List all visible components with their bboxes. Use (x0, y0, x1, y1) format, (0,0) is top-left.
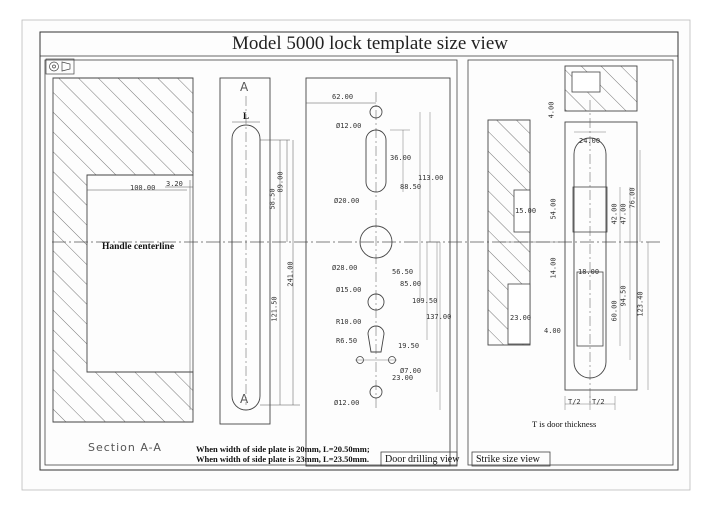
note-line-1: When width of side plate is 20mm, L=20.5… (196, 444, 370, 454)
dim-89-00: 89.00 (276, 171, 285, 193)
l-mark: L (243, 111, 250, 121)
dim-36-00: 36.00 (390, 154, 412, 162)
dim-100: 100.00 (130, 184, 156, 192)
strike-size-view (471, 65, 649, 467)
dim-56-50: 56.50 (392, 268, 414, 276)
projection-symbol-icon (45, 58, 75, 75)
dim-19-50: 19.50 (398, 342, 420, 350)
dim-phi15: Ø15.00 (336, 286, 362, 294)
dim-24-00: 24.00 (579, 137, 601, 145)
dim-phi7: Ø7.00 (400, 367, 422, 375)
dim-54-00: 54.00 (549, 198, 558, 220)
t-half-left: T/2 (568, 398, 581, 406)
dim-4-00-top: 4.00 (547, 101, 556, 119)
dim-60-00: 60.00 (610, 300, 619, 322)
dim-phi20: Ø20.00 (334, 197, 360, 205)
dim-85-00: 85.00 (400, 280, 422, 288)
section-mark-bottom: A (240, 392, 250, 406)
side-plate-view (219, 77, 300, 425)
section-mark-top: A (240, 80, 250, 94)
section-a-a-view (52, 77, 194, 423)
right-frame (467, 59, 674, 466)
page-title: Model 5000 lock template size view (232, 33, 508, 54)
door-drilling-view (305, 77, 458, 467)
dim-241-00: 241.00 (286, 261, 295, 287)
note-line-2: When width of side plate is 23mm, L=23.5… (196, 454, 369, 464)
dim-phi12-top: Ø12.00 (336, 122, 362, 130)
dim-94-50: 94.50 (619, 285, 628, 307)
dim-4-00-mid: 4.00 (544, 327, 561, 335)
dim-42-00: 42.00 (610, 203, 619, 225)
outer-border (39, 31, 679, 471)
dim-phi12-bottom: Ø12.00 (334, 399, 360, 407)
dim-47-00: 47.00 (619, 203, 628, 225)
dim-18-00: 18.00 (578, 268, 600, 276)
dim-121-50: 121.50 (270, 296, 279, 322)
dim-r6-50: R6.50 (336, 337, 358, 345)
t-half-right: T/2 (592, 398, 605, 406)
section-label: Section A-A (88, 441, 162, 454)
dim-123-40: 123.40 (636, 291, 645, 317)
dim-23-00-drill: 23.00 (392, 374, 414, 382)
left-frame (44, 59, 458, 466)
t-door-thickness-label: T is door thickness (532, 419, 597, 429)
dim-137-00: 137.00 (426, 313, 452, 321)
dim-14-00: 14.00 (549, 257, 558, 279)
dim-phi28: Ø28.00 (332, 264, 358, 272)
handle-centerline-label: Handle centerline (102, 242, 175, 252)
dim-r10: R10.00 (336, 318, 362, 326)
dim-15-00: 15.00 (515, 207, 537, 215)
dim-76-00: 76.00 (628, 187, 637, 209)
strike-size-view-label: Strike size view (476, 454, 540, 465)
dim-3-20: 3.20 (166, 180, 183, 188)
door-drilling-view-label: Door drilling view (385, 454, 460, 465)
dim-88-50: 88.50 (400, 183, 422, 191)
dim-109-50: 109.50 (412, 297, 438, 305)
dim-62-00: 62.00 (332, 93, 354, 101)
dim-113-00: 113.00 (418, 174, 444, 182)
dim-23-00-strike: 23.00 (510, 314, 532, 322)
dim-58-50: 58.50 (268, 188, 277, 210)
